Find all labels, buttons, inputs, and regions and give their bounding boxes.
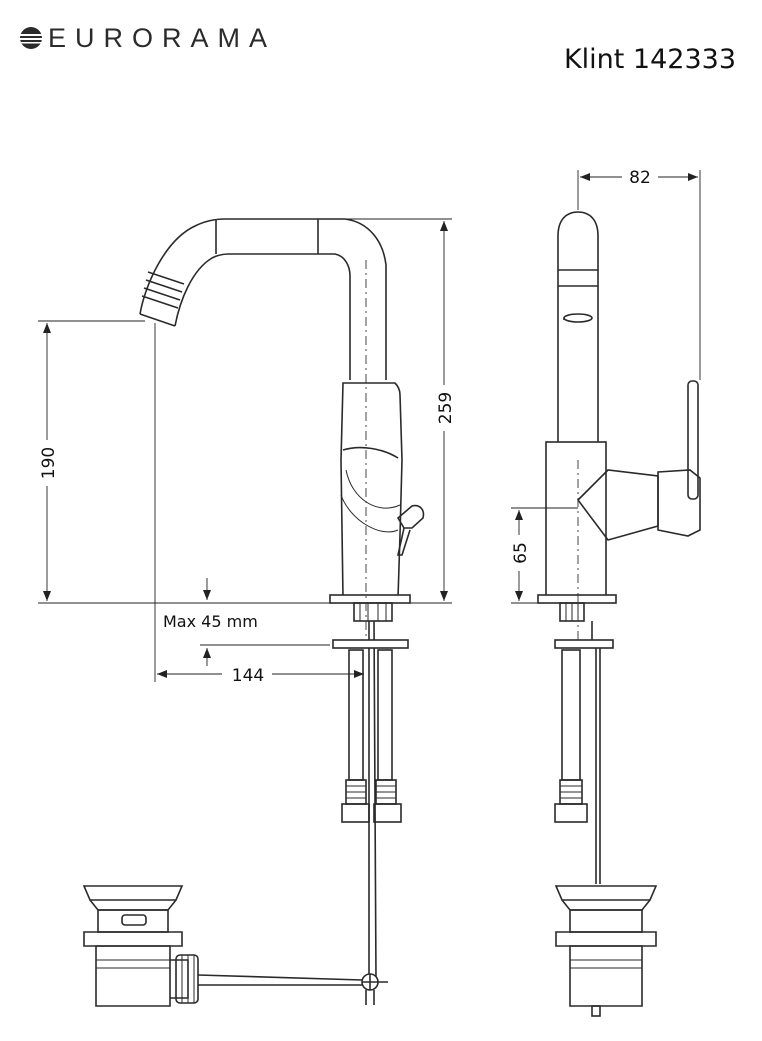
front-view-waste bbox=[82, 885, 388, 1007]
front-dimensions bbox=[36, 218, 455, 684]
side-view-faucet bbox=[537, 211, 701, 884]
spout-height-dimension: 190 bbox=[39, 447, 59, 479]
logo-mark-icon bbox=[20, 27, 42, 49]
side-view-waste bbox=[554, 885, 658, 1017]
lever-height-dimension: 65 bbox=[511, 542, 531, 564]
total-height-dimension: 259 bbox=[436, 392, 456, 424]
brand-name: EURORAMA bbox=[48, 22, 277, 53]
product-title: Klint 142333 bbox=[563, 44, 736, 75]
depth-dimension: 82 bbox=[629, 168, 651, 188]
spout-reach-dimension: 144 bbox=[232, 666, 264, 686]
side-dimensions bbox=[508, 165, 701, 604]
max-thickness-label: Max 45 mm bbox=[163, 612, 258, 631]
brand-logo: EURORAMA bbox=[18, 22, 276, 54]
front-view-faucet bbox=[139, 218, 425, 981]
